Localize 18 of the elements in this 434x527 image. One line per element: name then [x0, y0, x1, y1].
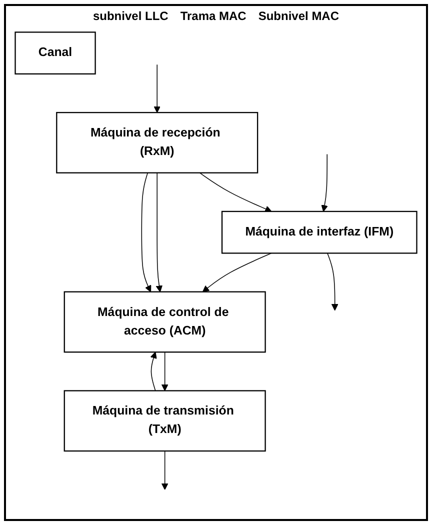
node-box: Canal	[14, 32, 96, 74]
layer-label: subnivel LLC	[92, 9, 168, 23]
arrow	[199, 172, 272, 212]
arrow	[156, 172, 163, 292]
arrow	[202, 252, 272, 292]
node-box: Máquina de control de acceso (ACM)	[64, 291, 266, 353]
arrow	[321, 154, 328, 212]
arrow	[161, 450, 168, 490]
node-box: Máquina de interfaz (IFM)	[221, 210, 418, 254]
layer-label: Subnivel MAC	[258, 9, 340, 23]
layer-label: Trama MAC	[180, 9, 246, 23]
arrow	[327, 252, 338, 311]
arrow	[141, 172, 152, 292]
node-box: Máquina de recepción (RxM)	[56, 112, 258, 174]
node-box: Máquina de transmisión (TxM)	[64, 390, 266, 452]
arrow	[154, 64, 160, 113]
arrow	[150, 352, 157, 392]
arrow	[161, 352, 168, 392]
